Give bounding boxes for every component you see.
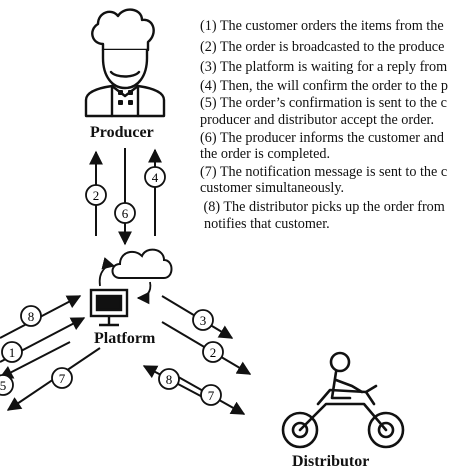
badge-distributor-3: 3 — [192, 309, 214, 331]
badge-distributor-2: 2 — [202, 341, 224, 363]
svg-text:1: 1 — [9, 345, 16, 360]
link-arrow-computer-to-cloud — [98, 257, 116, 287]
svg-text:4: 4 — [152, 170, 159, 185]
badge-producer-6: 6 — [114, 202, 136, 224]
svg-text:6: 6 — [122, 206, 129, 221]
step-line: notifies that customer. — [204, 215, 330, 232]
motorbike-rider-icon — [281, 351, 405, 449]
badge-producer-4: 4 — [144, 166, 166, 188]
badge-customer-8: 8 — [20, 305, 42, 327]
badge-distributor-7: 7 — [200, 384, 222, 406]
step-line: (7) The notification message is sent to … — [200, 163, 448, 180]
producer-label: Producer — [90, 124, 154, 141]
svg-text:8: 8 — [28, 309, 35, 324]
svg-text:5: 5 — [0, 378, 6, 393]
step-line: (5) The order’s confirmation is sent to … — [200, 95, 447, 112]
link-arrow-cloud-to-computer — [136, 281, 152, 305]
step-line: the order is completed. — [200, 146, 331, 163]
step-line: (8) The distributor picks up the order f… — [200, 198, 445, 215]
badge-customer-5: 5 — [0, 374, 14, 396]
badge-distributor-8: 8 — [158, 368, 180, 390]
step-list: (1) The customer orders the items from t… — [200, 18, 474, 232]
step-line: producer and distributor accept the orde… — [200, 111, 435, 128]
step-line: (4) Then, the will confirm the order to … — [200, 77, 448, 94]
step-line: (6) The producer informs the customer an… — [200, 129, 444, 146]
svg-text:2: 2 — [93, 188, 100, 203]
computer-icon — [89, 288, 129, 327]
svg-text:8: 8 — [166, 372, 173, 387]
step-line: customer simultaneously. — [200, 180, 345, 197]
chef-buttons — [118, 90, 133, 105]
platform-label: Platform — [94, 330, 156, 347]
badge-customer-7: 7 — [51, 367, 73, 389]
chef-icon — [84, 8, 166, 118]
badge-producer-2: 2 — [85, 184, 107, 206]
badge-customer-1: 1 — [1, 341, 23, 363]
step-line: (3) The platform is waiting for a reply … — [200, 59, 448, 76]
svg-text:3: 3 — [200, 313, 207, 328]
svg-text:2: 2 — [210, 345, 217, 360]
distributor-label: Distributor — [292, 453, 370, 470]
arrow-5-cust — [0, 341, 71, 379]
step-line: (1) The customer orders the items from t… — [200, 18, 444, 34]
cloud-icon — [111, 248, 173, 279]
step-line: (2) The order is broadcasted to the prod… — [200, 38, 445, 55]
svg-text:7: 7 — [208, 388, 215, 403]
svg-text:7: 7 — [59, 371, 66, 386]
